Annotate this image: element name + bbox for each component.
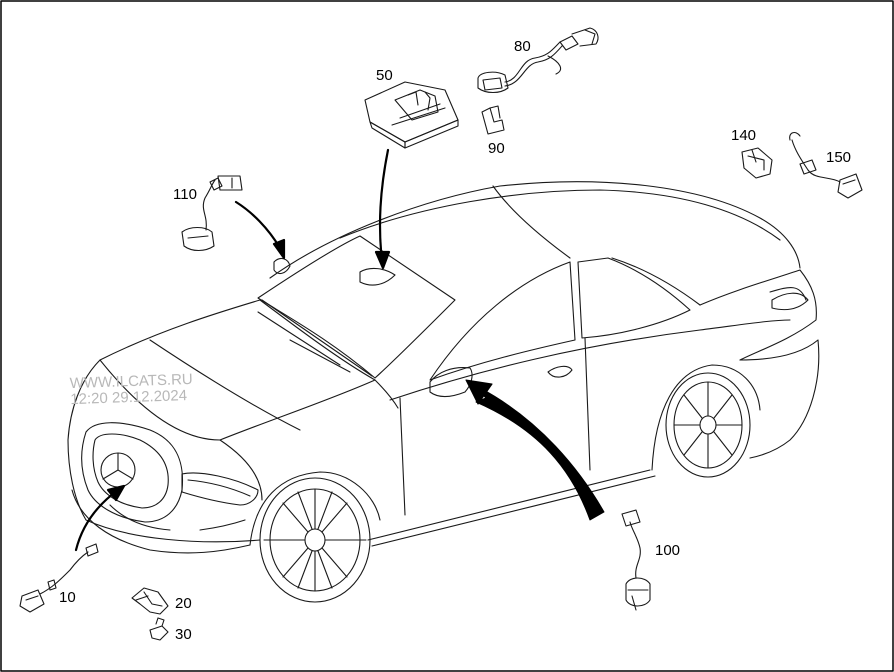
part-label-30[interactable]: 30 [175, 626, 192, 643]
part-label-10[interactable]: 10 [59, 589, 76, 606]
front-wheel-spokes [263, 488, 367, 592]
arrow-50-head [374, 250, 391, 270]
part-label-110[interactable]: 110 [173, 186, 197, 203]
part-10-sensor[interactable] [19, 543, 99, 613]
part-label-50[interactable]: 50 [376, 67, 393, 84]
part-80-harness[interactable] [477, 27, 599, 94]
part-50-control-unit[interactable] [364, 81, 459, 149]
watermark: WWW.ILCATS.RU 12:20 29.12.2024 [69, 371, 193, 408]
car-illustration [67, 181, 820, 603]
part-150-sensor[interactable] [789, 131, 863, 199]
part-label-20[interactable]: 20 [175, 595, 192, 612]
part-100-sensor[interactable] [621, 509, 651, 611]
arrow-10-head [106, 484, 126, 502]
part-label-140[interactable]: 140 [731, 127, 757, 144]
pointer-arrows [74, 148, 391, 552]
arrow-10-to-grille [74, 488, 120, 552]
arrow-100-to-mirror [469, 381, 605, 521]
arrow-110-head [272, 238, 286, 260]
part-label-80[interactable]: 80 [514, 38, 531, 55]
arrow-110-to-windscreen [234, 200, 282, 250]
arrow-100-head [465, 379, 493, 405]
part-140-clip[interactable] [741, 147, 773, 179]
part-label-150[interactable]: 150 [826, 149, 852, 166]
rear-wheel-spokes [673, 381, 743, 469]
part-20-bracket[interactable] [131, 587, 169, 615]
part-110-camera[interactable] [181, 175, 243, 252]
arrow-50-to-roof [378, 148, 390, 264]
part-30-clip[interactable] [149, 617, 169, 641]
part-label-90[interactable]: 90 [488, 140, 505, 157]
part-90-bracket[interactable] [481, 105, 505, 135]
part-label-100[interactable]: 100 [655, 542, 681, 559]
